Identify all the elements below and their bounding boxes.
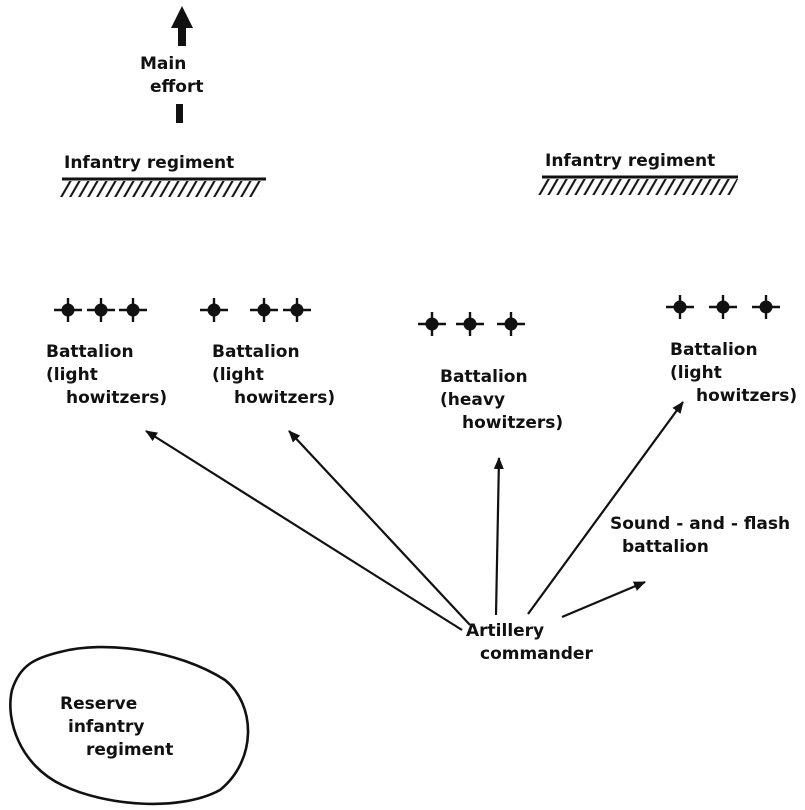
arrow-to-sound-flash	[561, 580, 646, 619]
main-effort-line-1: Main	[140, 54, 187, 74]
artillery-commander-line-2: commander	[480, 644, 593, 664]
arrow-to-battalion-2	[288, 430, 471, 626]
right-regiment-label: Infantry regiment	[545, 151, 716, 171]
battalion-3-line-2: (heavy	[440, 390, 506, 410]
battalion-2-line-3: howitzers)	[234, 388, 336, 408]
reserve-line-2: infantry	[68, 717, 145, 737]
left-regiment-line-symbol	[58, 177, 266, 197]
battery-symbol	[54, 298, 82, 322]
battery-symbol	[418, 312, 446, 336]
battalion-1-label: Battalion (light howitzers)	[46, 341, 167, 410]
command-arrows	[145, 401, 684, 631]
battalion-3-line-3: howitzers)	[462, 413, 564, 433]
reserve-regiment-label: Reserve infantry regiment	[60, 693, 173, 762]
main-effort-line-2: effort	[150, 77, 204, 97]
reserve-line-3: regiment	[86, 740, 174, 760]
battalion-4-label: Battalion (light howitzers)	[670, 339, 797, 408]
battalion-2-label: Battalion (light howitzers)	[212, 341, 335, 410]
reserve-line-1: Reserve	[60, 694, 138, 714]
reserve-regiment-outline	[9, 645, 250, 806]
battery-symbol	[666, 295, 694, 319]
battalion-1-line-3: howitzers)	[66, 388, 168, 408]
battery-symbol	[497, 312, 525, 336]
battalion-4-line-2: (light	[670, 363, 722, 383]
arrow-to-battalion-3	[493, 457, 504, 616]
battery-symbol	[283, 298, 311, 322]
battalion-2-line-2: (light	[212, 365, 264, 385]
battalion-1-line-2: (light	[46, 365, 98, 385]
battalion-4-line-1: Battalion	[670, 340, 758, 360]
battalion-1-line-1: Battalion	[46, 342, 134, 362]
sound-and-flash-label: Sound - and - flash battalion	[610, 513, 790, 559]
battalion-3-label: Battalion (heavy howitzers)	[440, 366, 563, 435]
battalion-2-line-1: Battalion	[212, 342, 300, 362]
artillery-commander-label: Artillery commander	[466, 620, 593, 666]
arrow-to-battalion-1	[145, 430, 463, 631]
sound-and-flash-line-1: Sound - and - flash	[610, 514, 791, 534]
battery-symbol	[119, 298, 147, 322]
battery-symbol	[709, 295, 737, 319]
main-effort-arrow	[171, 6, 193, 123]
left-regiment-label: Infantry regiment	[64, 153, 235, 173]
battery-symbol	[200, 298, 228, 322]
battery-symbol	[250, 298, 278, 322]
battery-symbol	[87, 298, 115, 322]
sound-and-flash-line-2: battalion	[622, 537, 709, 557]
main-effort-label: Main effort	[140, 53, 230, 99]
artillery-commander-line-1: Artillery	[466, 621, 545, 641]
right-regiment-line-symbol	[538, 175, 738, 195]
arrow-to-battalion-4	[527, 401, 684, 615]
battery-symbols	[54, 295, 780, 336]
battery-symbol	[752, 295, 780, 319]
battery-symbol	[456, 312, 484, 336]
battalion-3-line-1: Battalion	[440, 367, 528, 387]
battalion-4-line-3: howitzers)	[696, 386, 798, 406]
